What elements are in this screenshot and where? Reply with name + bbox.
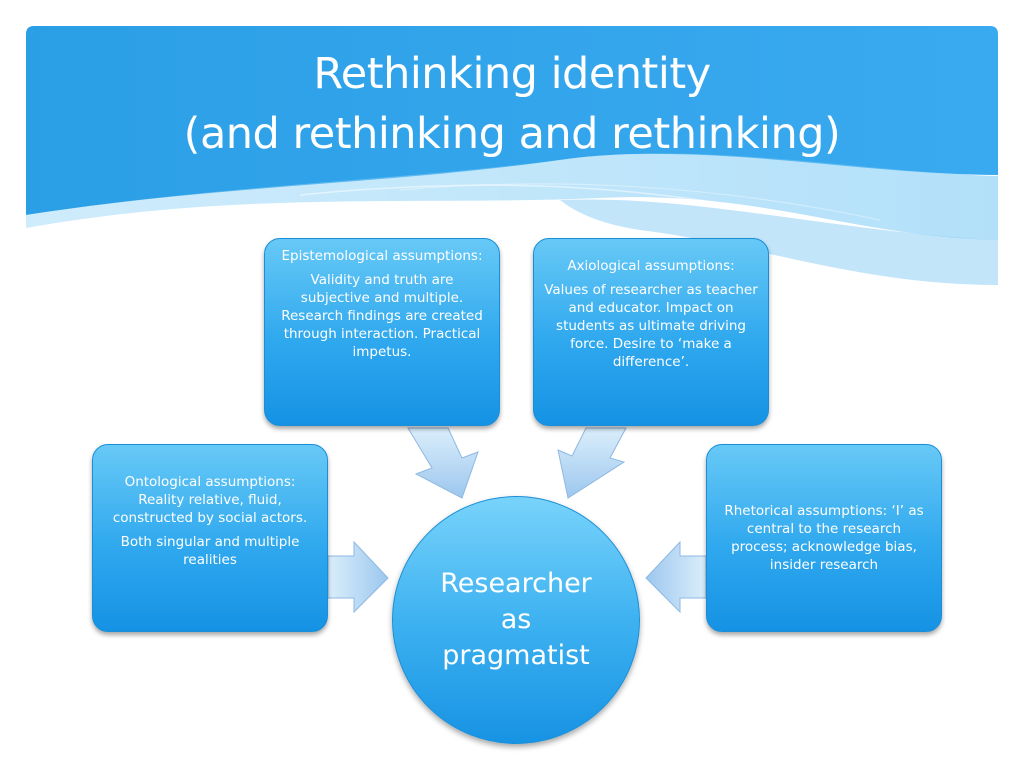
axiological-heading: Axiological assumptions: xyxy=(567,258,735,274)
axiological-box: Axiological assumptions: Values of resea… xyxy=(533,238,769,426)
arrow-epistemological xyxy=(407,427,479,499)
center-line-3: pragmatist xyxy=(442,640,590,671)
title-line-2: (and rethinking and rethinking) xyxy=(183,109,841,159)
ontological-body: Both singular and multiple realities xyxy=(120,534,300,568)
center-circle: Researcher as pragmatist xyxy=(392,496,640,744)
epistemological-box: Epistemological assumptions: Validity an… xyxy=(264,238,500,426)
arrow-axiological xyxy=(557,427,627,499)
ontological-box: Ontological assumptions: Reality relativ… xyxy=(92,444,328,632)
rhetorical-body: Rhetorical assumptions: ‘I’ as central t… xyxy=(724,503,924,573)
epistemological-body: Validity and truth are subjective and mu… xyxy=(281,272,483,360)
slide-title: Rethinking identity (and rethinking and … xyxy=(0,44,1024,164)
title-line-1: Rethinking identity xyxy=(313,49,711,99)
axiological-body: Values of researcher as teacher and educ… xyxy=(544,282,758,370)
arrow-ontological xyxy=(327,540,389,614)
rhetorical-box: Rhetorical assumptions: ‘I’ as central t… xyxy=(706,444,942,632)
arrow-rhetorical xyxy=(645,540,707,614)
ontological-heading: Ontological assumptions: Reality relativ… xyxy=(112,474,308,526)
center-line-1: Researcher xyxy=(440,568,592,599)
header-banner xyxy=(26,26,998,285)
center-line-2: as xyxy=(500,604,532,635)
epistemological-heading: Epistemological assumptions: xyxy=(281,248,483,264)
